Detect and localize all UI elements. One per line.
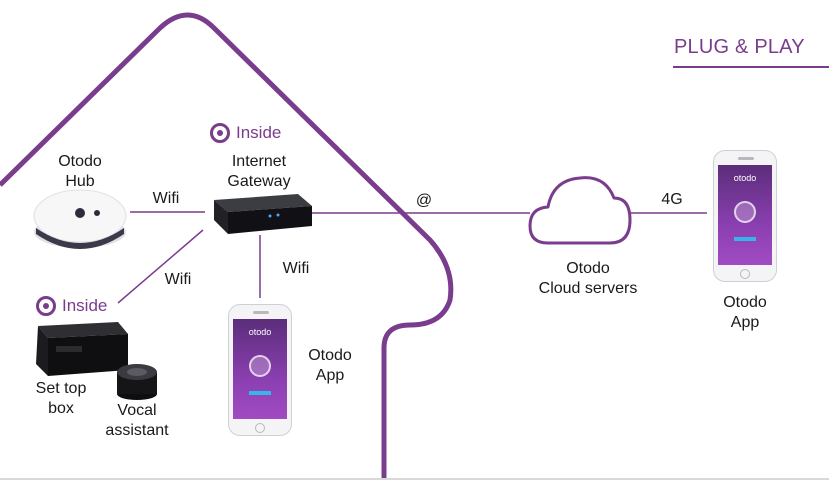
hub-label-line2: Hub	[65, 173, 95, 190]
house-outline	[0, 12, 454, 480]
settop-label-line1: Set top	[35, 380, 87, 397]
phone-screen-button	[734, 237, 756, 241]
home-button-icon	[740, 269, 750, 279]
link-label-cloud-app: 4G	[661, 191, 683, 208]
link-label-gateway-app: Wifi	[282, 260, 310, 277]
app-remote-label-line2: App	[730, 314, 760, 331]
phone-brand: otodo	[248, 327, 272, 337]
phone-screen-button	[249, 391, 271, 395]
cloud-label-line2: Cloud servers	[538, 280, 638, 297]
gateway-device-icon	[214, 194, 312, 234]
app-remote-label: Otodo App	[713, 293, 777, 333]
home-button-icon	[255, 423, 265, 433]
phone-speaker	[253, 311, 269, 314]
phone-local: otodo	[228, 304, 292, 436]
cloud-label: Otodo Cloud servers	[526, 259, 650, 299]
link-label-hub-gateway: Wifi	[152, 190, 180, 207]
page-title: PLUG & PLAY	[674, 36, 805, 58]
inside-label: Inside	[62, 296, 108, 315]
app-remote-label-line1: Otodo	[723, 294, 767, 311]
hub-label-line1: Otodo	[58, 153, 102, 170]
otodo-logo-icon	[734, 201, 756, 223]
vocal-label: Vocal assistant	[96, 401, 178, 441]
inside-badge-gateway: Inside	[210, 123, 281, 143]
app-local-label-line1: Otodo	[308, 347, 352, 364]
phone-speaker	[738, 157, 754, 160]
settop-device-icon	[36, 322, 128, 376]
title-underline	[673, 66, 829, 68]
otodo-logo-icon	[249, 355, 271, 377]
link-label-gateway-cloud: @	[415, 192, 433, 209]
phone-screen: otodo	[233, 319, 287, 419]
inside-badge-settop: Inside	[36, 296, 107, 316]
phone-brand: otodo	[733, 173, 757, 183]
settop-label: Set top box	[22, 379, 100, 419]
vocal-assistant-icon	[117, 364, 157, 400]
link-settop-gateway	[117, 229, 204, 304]
gateway-label-line1: Internet	[231, 153, 287, 170]
gateway-label: Internet Gateway	[218, 152, 300, 192]
link-label-settop-gateway: Wifi	[164, 271, 192, 288]
gateway-label-line2: Gateway	[227, 173, 291, 190]
hub-device-icon	[33, 189, 127, 249]
cloud-label-line1: Otodo	[566, 260, 610, 277]
footer-divider	[0, 478, 829, 480]
cloud-icon	[528, 176, 632, 245]
settop-label-line2: box	[48, 400, 74, 417]
app-local-label: Otodo App	[298, 346, 362, 386]
vocal-label-line2: assistant	[105, 422, 169, 439]
otodo-logo-icon	[210, 123, 230, 143]
app-local-label-line2: App	[315, 367, 345, 384]
inside-label: Inside	[236, 123, 282, 142]
phone-remote: otodo	[713, 150, 777, 282]
hub-label: Otodo Hub	[48, 152, 112, 192]
otodo-logo-icon	[36, 296, 56, 316]
phone-screen: otodo	[718, 165, 772, 265]
vocal-label-line1: Vocal	[117, 402, 157, 419]
